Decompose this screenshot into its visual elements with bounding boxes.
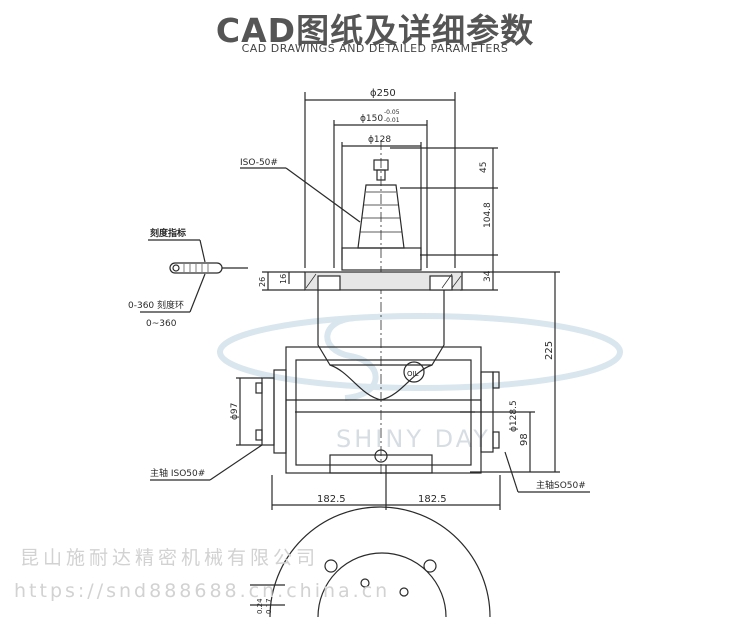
page-title: CAD图纸及详细参数 xyxy=(215,11,535,50)
bottom-view-hole-2 xyxy=(399,587,409,597)
dim-d150-tol-lower: -0.01 xyxy=(384,117,400,124)
dim-d97: ϕ97 xyxy=(230,403,240,420)
dim-d150-tol-upper: -0.05 xyxy=(384,109,400,116)
dim-h98: 98 xyxy=(519,433,530,446)
iso-leader-2 xyxy=(285,167,361,223)
label-iso50-top: ISO-50# xyxy=(240,158,278,168)
shaft-leader-right xyxy=(504,451,519,493)
dim-d128: ϕ128 xyxy=(368,135,391,145)
page-subtitle: CAD DRAWINGS AND DETAILED PARAMETERS xyxy=(241,42,509,55)
dim-d250: ϕ250 xyxy=(370,88,396,99)
dim-h225: 225 xyxy=(544,341,555,360)
left-spindle-tab xyxy=(255,382,263,394)
label-main-shaft-right: 主轴SO50# xyxy=(536,479,586,491)
bottom-view-bolt-right xyxy=(423,559,437,573)
bottom-view-hole-1 xyxy=(360,578,370,588)
top-plate-hatch xyxy=(305,273,462,289)
dim-h26: 26 xyxy=(258,277,267,287)
top-plate xyxy=(304,271,463,291)
flange xyxy=(341,247,422,271)
ring-leader-2 xyxy=(189,273,206,313)
url-watermark: https://snd888688.cn.china.cn xyxy=(14,580,391,602)
logo-watermark xyxy=(217,313,623,401)
shaft-leader-left-2 xyxy=(209,444,263,481)
dim-bottom-b: 0.17 xyxy=(265,598,273,614)
neck-housing xyxy=(317,290,445,366)
right-spindle xyxy=(480,371,494,453)
taper-hatch xyxy=(360,191,402,233)
dim-h34: 34 xyxy=(483,270,493,282)
base-bolt xyxy=(374,449,388,463)
right-spindle-tab-2 xyxy=(492,431,500,449)
pull-stud-neck xyxy=(376,169,386,181)
label-scale-indicator: 刻度指标 xyxy=(150,227,186,239)
left-spindle-tab-2 xyxy=(255,429,263,441)
dim-d128-5: ϕ128.5 xyxy=(509,400,519,432)
left-spindle-outer xyxy=(261,377,275,446)
dim-h45: 45 xyxy=(479,162,489,173)
label-ring-value: 0~360 xyxy=(146,319,177,329)
dim-h104-8: 104.8 xyxy=(483,202,493,228)
label-ring: 0-360 刻度环 xyxy=(128,299,184,311)
base-block xyxy=(329,454,433,474)
dim-w182-5-right: 182.5 xyxy=(418,494,447,505)
dim-h16: 16 xyxy=(279,274,288,284)
dim-bottom-a: 0.24 xyxy=(256,598,264,614)
right-spindle-tab xyxy=(492,371,500,389)
brand-watermark: SHINY DAY xyxy=(336,425,491,453)
top-plate-right-pocket xyxy=(429,275,453,291)
bottom-view-ring xyxy=(317,552,447,617)
label-main-shaft-left: 主轴 ISO50# xyxy=(150,467,205,479)
main-body xyxy=(285,346,482,474)
scale-ticks xyxy=(183,264,209,272)
top-plate-left-pocket xyxy=(317,275,341,291)
left-spindle-inner xyxy=(273,369,287,454)
oil-plug xyxy=(403,361,425,383)
indicator-leader-2 xyxy=(199,239,206,263)
company-watermark: 昆山施耐达精密机械有限公司 xyxy=(20,547,320,569)
bottom-view-bolt-left xyxy=(324,559,338,573)
body-saddle xyxy=(329,364,433,401)
oil-label: OIL xyxy=(407,370,419,378)
scale-ring-end xyxy=(172,264,180,272)
dim-d150: ϕ150 xyxy=(360,114,383,124)
dim-w182-5-left: 182.5 xyxy=(317,494,346,505)
body-inner xyxy=(295,359,472,466)
bottom-view-outer xyxy=(269,506,491,617)
